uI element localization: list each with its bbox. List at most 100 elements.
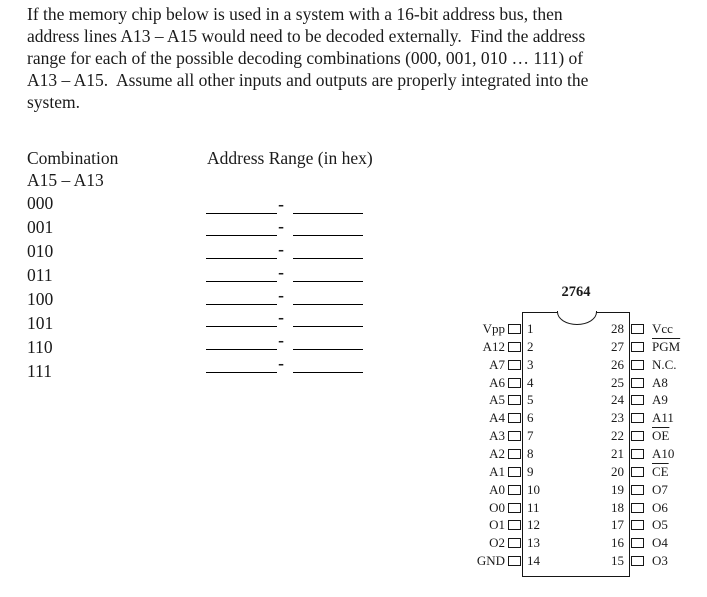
combination-table: Combination Address Range (in hex) A15 –… <box>27 148 373 381</box>
pin-label: A7 <box>489 356 505 372</box>
pin-number: 3 <box>527 356 534 372</box>
pin-label: CE <box>652 463 669 481</box>
combination-value: 111 <box>27 361 52 381</box>
pin-box-icon <box>631 466 644 477</box>
pin-label: A2 <box>489 445 505 461</box>
pin-number: 17 <box>611 517 624 533</box>
pin-number: 2 <box>527 338 534 354</box>
pin-label: A12 <box>482 338 505 354</box>
pin-box-icon <box>631 484 644 495</box>
pin-box-icon <box>508 520 521 531</box>
pin-box-icon <box>508 484 521 495</box>
pin-box-icon <box>631 520 644 531</box>
pin-number: 13 <box>527 535 540 551</box>
pin-label-text: N.C. <box>652 356 677 372</box>
pin-box-icon <box>631 448 644 459</box>
combination-value: 110 <box>27 337 53 357</box>
pin-number: 10 <box>527 481 540 497</box>
pin-label-text: OE <box>652 428 670 444</box>
pin-number: 27 <box>611 338 624 354</box>
pin-box-icon <box>631 395 644 406</box>
answer-blank-first <box>206 326 277 327</box>
combination-value: 101 <box>27 313 54 333</box>
pin-number: 12 <box>527 517 540 533</box>
pin-number: 7 <box>527 428 534 444</box>
pin-label: A0 <box>489 481 505 497</box>
pin-number: 20 <box>611 463 624 479</box>
pin-box-icon <box>631 538 644 549</box>
answer-blank-first <box>206 281 277 282</box>
pin-label: A6 <box>489 374 505 390</box>
pin-label: O4 <box>652 534 668 552</box>
pin-label: O5 <box>652 516 668 534</box>
pin-number: 16 <box>611 535 624 551</box>
pin-number: 1 <box>527 321 534 336</box>
pin-label-text: A8 <box>652 374 668 390</box>
answer-blank-first <box>206 258 277 259</box>
combination-header: Combination <box>27 148 119 168</box>
pin-box-icon <box>508 395 521 406</box>
pin-number: 8 <box>527 445 534 461</box>
pin-row: A12 2 27 PGM <box>440 338 707 356</box>
pin-label-text: O6 <box>652 499 668 515</box>
pin-box-icon <box>508 413 521 424</box>
answer-blank-second <box>293 235 363 236</box>
pin-label: O0 <box>489 499 505 515</box>
pin-box-icon <box>631 431 644 442</box>
pin-label-text: A10 <box>652 445 675 461</box>
separator-dash: - <box>278 307 284 327</box>
answer-blank-second <box>293 281 363 282</box>
pin-label: O3 <box>652 552 668 570</box>
pin-box-icon <box>631 359 644 370</box>
pin-label: OE <box>652 427 669 445</box>
answer-blank-second <box>293 326 363 327</box>
separator-dash: - <box>278 262 284 282</box>
pin-box-icon <box>508 502 521 513</box>
separator-dash: - <box>278 216 284 236</box>
pin-number: 5 <box>527 392 534 408</box>
pin-label: A10 <box>652 445 674 463</box>
combination-value: 100 <box>27 289 54 309</box>
pin-box-icon <box>631 413 644 424</box>
paragraph-line: A13 – A15. Assume all other inputs and o… <box>27 70 589 90</box>
answer-blank-first <box>206 213 277 214</box>
pin-label: Vcc <box>652 320 673 338</box>
pin-label-text: A11 <box>652 410 674 426</box>
pin-label-text: Vcc <box>652 321 673 336</box>
pin-label-text: CE <box>652 463 669 479</box>
pin-number: 18 <box>611 499 624 515</box>
pin-box-icon <box>631 377 644 388</box>
paragraph-line: range for each of the possible decoding … <box>27 48 584 68</box>
pin-label: O2 <box>489 535 505 551</box>
pin-label-text: O5 <box>652 517 668 533</box>
chip-body <box>522 312 630 577</box>
pin-number: 9 <box>527 463 534 479</box>
answer-blank-first <box>206 349 277 350</box>
pin-box-icon <box>508 448 521 459</box>
pin-number: 24 <box>611 392 624 408</box>
answer-blank-first <box>206 304 277 305</box>
pin-label: A4 <box>489 410 505 426</box>
answer-blank-second <box>293 304 363 305</box>
pin-box-icon <box>631 556 644 567</box>
pin-label: A3 <box>489 428 505 444</box>
pin-number: 19 <box>611 481 624 497</box>
pin-box-icon <box>508 324 521 334</box>
pin-row: A0 10 19 O7 <box>440 481 707 499</box>
separator-dash: - <box>278 330 284 350</box>
answer-blank-first <box>206 235 277 236</box>
pin-box-icon <box>631 502 644 513</box>
pin-label-text: O7 <box>652 481 668 497</box>
combination-value: 010 <box>27 241 54 261</box>
combination-value: 001 <box>27 217 54 237</box>
separator-dash: - <box>278 353 284 373</box>
pin-label-text: PGM <box>652 338 681 354</box>
separator-dash: - <box>278 194 284 214</box>
combination-value: 000 <box>27 193 54 213</box>
